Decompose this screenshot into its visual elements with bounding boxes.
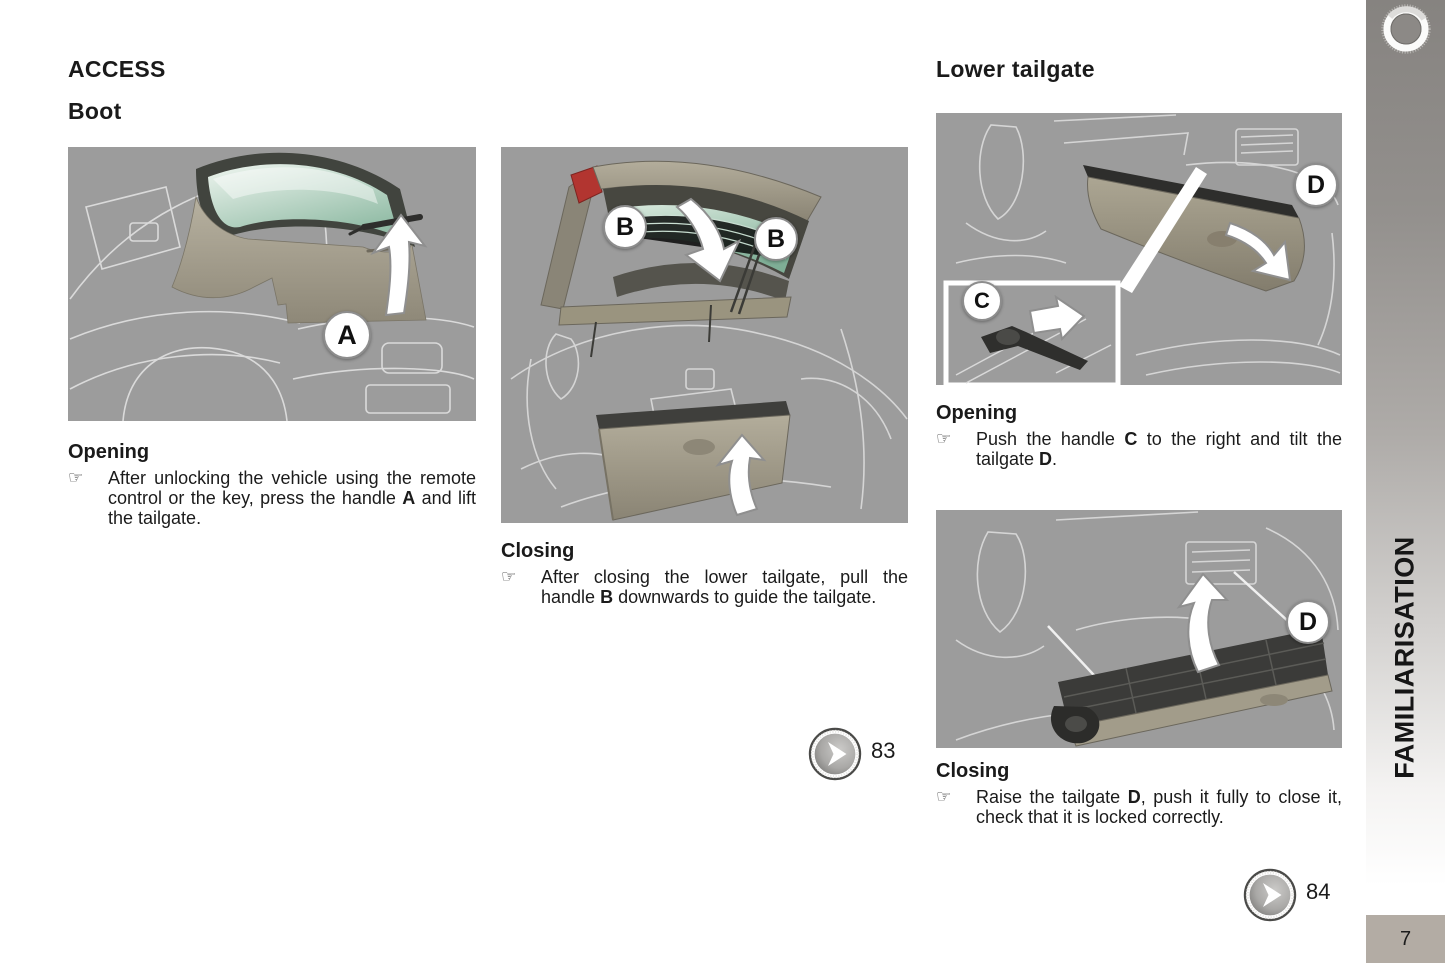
closing-instruction-right-text: Raise the tailgate D, push it fully to c… xyxy=(976,787,1342,827)
leader-line xyxy=(1119,167,1207,293)
closing-instruction-middle: ☞ After closing the lower tailgate, pull… xyxy=(501,567,908,607)
pointing-hand-icon: ☞ xyxy=(501,567,517,587)
opening-heading-right: Opening xyxy=(936,402,1018,424)
figure-lower-tailgate-closing: D xyxy=(936,510,1342,748)
sidebar-tab: FAMILIARISATION xyxy=(1366,492,1445,822)
figure-boot-open-handle-b: B B xyxy=(501,147,908,523)
label-a-badge: A xyxy=(323,311,371,359)
pointing-hand-icon: ☞ xyxy=(936,429,952,449)
boot-open-illustration xyxy=(510,160,908,521)
tailgate-closed xyxy=(171,152,427,324)
tail-light xyxy=(570,165,603,204)
page-ref-84[interactable]: 84 xyxy=(1243,868,1330,922)
pull-down-arrow-icon xyxy=(675,197,742,283)
closing-heading-middle: Closing xyxy=(501,540,575,562)
guide-up-arrow-icon xyxy=(715,433,767,517)
closing-instruction-right: ☞ Raise the tailgate D, push it fully to… xyxy=(936,787,1342,827)
sidebar-tab-label: FAMILIARISATION xyxy=(1390,535,1421,779)
opening-instruction-right-text: Push the handle C to the right and tilt … xyxy=(976,429,1342,469)
page-number-box: 7 xyxy=(1366,915,1445,963)
page-title: ACCESS xyxy=(68,56,166,82)
label-d1-badge: D xyxy=(1294,163,1338,207)
opening-heading-left: Opening xyxy=(68,441,150,463)
lower-tailgate-closing-illustration xyxy=(955,511,1339,747)
chevron-dial-icon[interactable] xyxy=(808,727,862,781)
opening-instruction-right: ☞ Push the handle C to the right and til… xyxy=(936,429,1342,469)
chevron-right-icon xyxy=(828,742,847,766)
lift-up-arrow-icon xyxy=(370,213,428,317)
figure-boot-handle-a: A xyxy=(68,147,476,421)
push-right-arrow-icon xyxy=(1028,294,1086,342)
page-subtitle: Boot xyxy=(68,98,122,124)
boot-closed-illustration xyxy=(69,152,475,421)
label-b1-badge: B xyxy=(603,205,647,249)
page-ref-83[interactable]: 83 xyxy=(808,727,895,781)
label-b2-badge: B xyxy=(754,217,798,261)
lower-tailgate-opening-illustration xyxy=(943,114,1341,385)
opening-instruction-left: ☞ After unlocking the vehicle using the … xyxy=(68,468,476,528)
figure-lower-tailgate-opening: C D xyxy=(936,113,1342,385)
page-number: 7 xyxy=(1399,927,1412,950)
chevron-dial-icon[interactable] xyxy=(1243,868,1297,922)
raise-up-arrow-icon xyxy=(1176,572,1230,674)
chevron-right-icon xyxy=(1263,883,1282,907)
lower-tailgate-flat xyxy=(1050,628,1333,747)
familiarisation-sidebar xyxy=(1366,0,1445,963)
closing-instruction-middle-text: After closing the lower tailgate, pull t… xyxy=(541,567,908,607)
page-ref-84-number: 84 xyxy=(1306,879,1331,904)
pointing-hand-icon: ☞ xyxy=(68,468,84,488)
label-c-badge: C xyxy=(962,281,1002,321)
rotary-knob-icon xyxy=(1381,4,1431,54)
pointing-hand-icon: ☞ xyxy=(936,787,952,807)
tilt-down-arrow-icon xyxy=(1224,221,1292,282)
wiper-icon xyxy=(361,214,423,230)
page-ref-83-number: 83 xyxy=(871,738,896,763)
opening-instruction-left-text: After unlocking the vehicle using the re… xyxy=(108,468,476,528)
label-d2-badge: D xyxy=(1286,600,1330,644)
lower-tailgate-heading: Lower tailgate xyxy=(936,56,1095,82)
closing-heading-right: Closing xyxy=(936,760,1010,782)
